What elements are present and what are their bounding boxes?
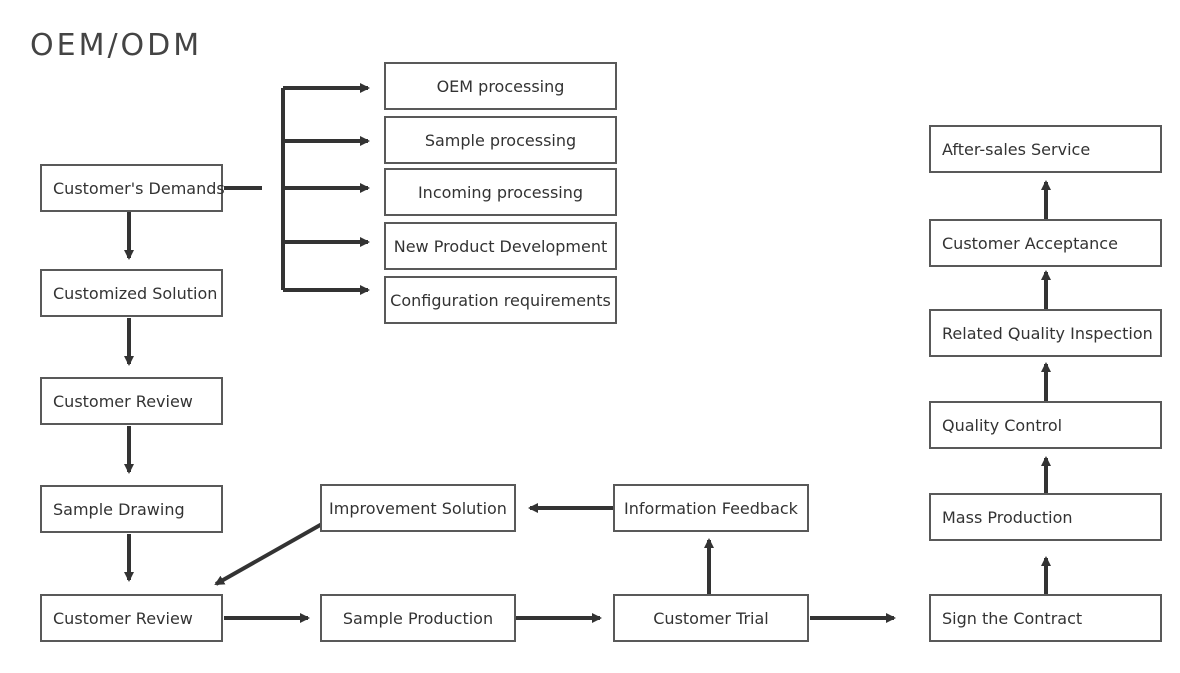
node-customer-trial: Customer Trial <box>613 594 809 642</box>
node-mass-production: Mass Production <box>929 493 1162 541</box>
node-sample-drawing: Sample Drawing <box>40 485 223 533</box>
node-oem-processing: OEM processing <box>384 62 617 110</box>
diagram-title: OEM/ODM <box>30 28 203 63</box>
node-incoming-processing: Incoming processing <box>384 168 617 216</box>
node-customer-review-2: Customer Review <box>40 594 223 642</box>
node-customer-acceptance: Customer Acceptance <box>929 219 1162 267</box>
node-customers-demands: Customer's Demands <box>40 164 225 212</box>
node-configuration-requirements: Configuration requirements <box>384 276 617 324</box>
node-information-feedback: Information Feedback <box>613 484 809 532</box>
node-sample-production: Sample Production <box>320 594 516 642</box>
node-new-product-development: New Product Development <box>384 222 617 270</box>
node-customer-review-1: Customer Review <box>40 377 223 425</box>
node-related-quality-inspection: Related Quality Inspection <box>929 309 1162 357</box>
node-sample-processing: Sample processing <box>384 116 617 164</box>
node-improvement-solution: Improvement Solution <box>320 484 516 532</box>
arrow-improvement-to-review <box>214 522 323 586</box>
node-after-sales-service: After-sales Service <box>929 125 1162 173</box>
node-quality-control: Quality Control <box>929 401 1162 449</box>
node-sign-the-contract: Sign the Contract <box>929 594 1162 642</box>
node-customized-solution: Customized Solution <box>40 269 223 317</box>
